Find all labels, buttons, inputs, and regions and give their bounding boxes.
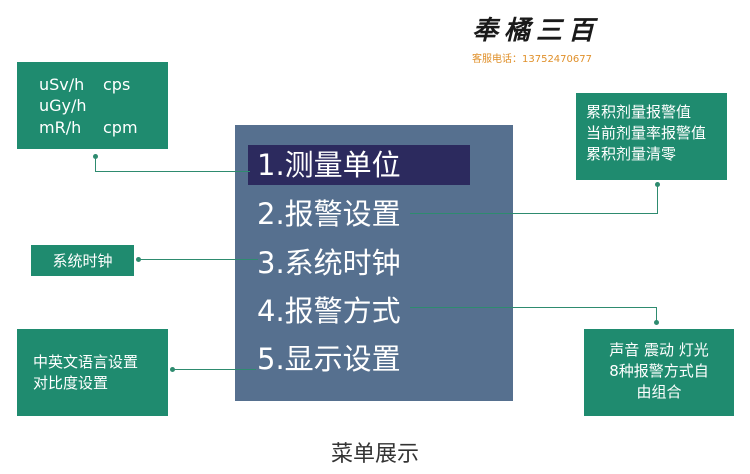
alarm-modes-line-2: 8种报警方式自 [609,362,709,380]
unit-ugy: uGy/h [39,96,87,115]
display-line-2: 对比度设置 [33,374,109,392]
alarm-modes-line-3: 由组合 [636,383,682,401]
menu-panel: 1.测量单位 2.报警设置 3.系统时钟 4.报警方式 5.显示设置 [235,125,513,401]
clock-box: 系统时钟 [31,245,134,276]
connector-dot-clock [136,257,141,262]
units-box: uSv/h cps uGy/h mR/h cpm [17,62,168,149]
brand-logo: 奉橘三百 客服电话：13752470677 [472,10,612,65]
connector-dot-alarm [655,182,660,187]
connector-alarm-h [410,213,658,214]
clock-label: 系统时钟 [52,252,113,270]
connector-display-h [174,369,256,370]
connector-units-h [95,171,250,172]
connector-dot-modes [654,320,659,325]
unit-cpm: cpm [103,118,138,137]
connector-units-v [95,156,96,172]
connector-modes-h [410,307,657,308]
display-line-1: 中英文语言设置 [33,353,139,371]
display-settings-box: 中英文语言设置 对比度设置 [17,329,168,416]
connector-alarm-v [657,186,658,214]
alarm-settings-line-1: 累积剂量报警值 [586,103,692,121]
unit-usv: uSv/h [39,75,85,94]
alarm-settings-box: 累积剂量报警值 当前剂量率报警值 累积剂量清零 [576,93,727,180]
brand-contact: 客服电话：13752470677 [472,54,592,65]
caption: 菜单展示 [330,442,419,467]
connector-dot-display [170,367,175,372]
alarm-settings-line-2: 当前剂量率报警值 [586,124,707,142]
menu-item-measurement-unit[interactable]: 1.测量单位 [248,145,470,185]
unit-cps: cps [103,75,131,94]
alarm-settings-line-3: 累积剂量清零 [586,145,677,163]
menu-item-alarm-settings[interactable]: 2.报警设置 [257,197,401,231]
brand-name: 奉橘三百 [472,16,601,46]
unit-mr: mR/h [39,118,82,137]
alarm-modes-line-1: 声音 震动 灯光 [609,341,709,359]
connector-clock-h [140,259,258,260]
menu-item-display-settings[interactable]: 5.显示设置 [257,342,401,376]
connector-modes-v [656,307,657,322]
alarm-modes-box: 声音 震动 灯光 8种报警方式自 由组合 [584,329,734,416]
menu-item-alarm-mode[interactable]: 4.报警方式 [257,294,401,328]
menu-item-system-clock[interactable]: 3.系统时钟 [257,246,401,280]
